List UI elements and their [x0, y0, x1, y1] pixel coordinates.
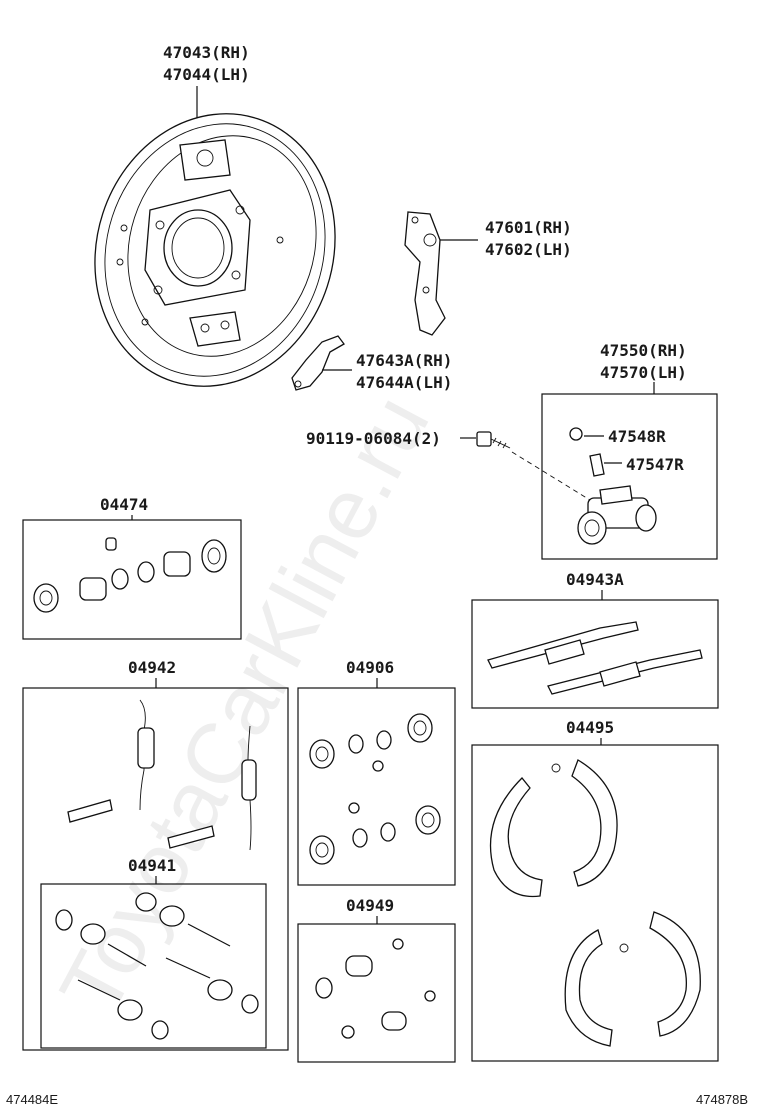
label-04949: 04949 — [346, 896, 394, 915]
label-47044: 47044(LH) — [163, 65, 250, 84]
kit-04941: 04941 — [40, 856, 267, 1049]
label-47570: 47570(LH) — [600, 363, 687, 382]
kit-04942: 04942 — [22, 658, 289, 1051]
kit-04949: 04949 — [297, 896, 456, 1063]
wheel-cylinder-group: 47550(RH) 47570(LH) 47548R 47547R 90119-… — [306, 341, 718, 560]
label-90119-06084: 90119-06084(2) — [306, 429, 441, 448]
label-47601: 47601(RH) — [485, 218, 572, 237]
label-04474: 04474 — [100, 495, 148, 514]
label-04943a: 04943A — [566, 570, 624, 589]
label-47547r: 47547R — [626, 455, 684, 474]
label-47643a: 47643A(RH) — [356, 351, 452, 370]
label-47550: 47550(RH) — [600, 341, 687, 360]
kit-04906: 04906 — [297, 658, 456, 886]
strut: 47643A(RH) 47644A(LH) — [291, 335, 452, 392]
label-04906: 04906 — [346, 658, 394, 677]
kit-04943a: 04943A — [471, 570, 719, 709]
backing-plate: 47043(RH) 47044(LH) — [94, 43, 336, 387]
label-47602: 47602(LH) — [485, 240, 572, 259]
kit-04474: 04474 — [22, 495, 242, 640]
kit-04495: 04495 — [471, 718, 719, 1062]
label-04495: 04495 — [566, 718, 614, 737]
label-04941: 04941 — [128, 856, 176, 875]
footer-left-code: 474484E — [6, 1092, 58, 1107]
label-47548r: 47548R — [608, 427, 666, 446]
label-04942: 04942 — [128, 658, 176, 677]
parking-brake-lever: 47601(RH) 47602(LH) — [404, 211, 572, 336]
label-47644a: 47644A(LH) — [356, 373, 452, 392]
footer-right-code: 474878B — [696, 1092, 748, 1107]
label-47043: 47043(RH) — [163, 43, 250, 62]
